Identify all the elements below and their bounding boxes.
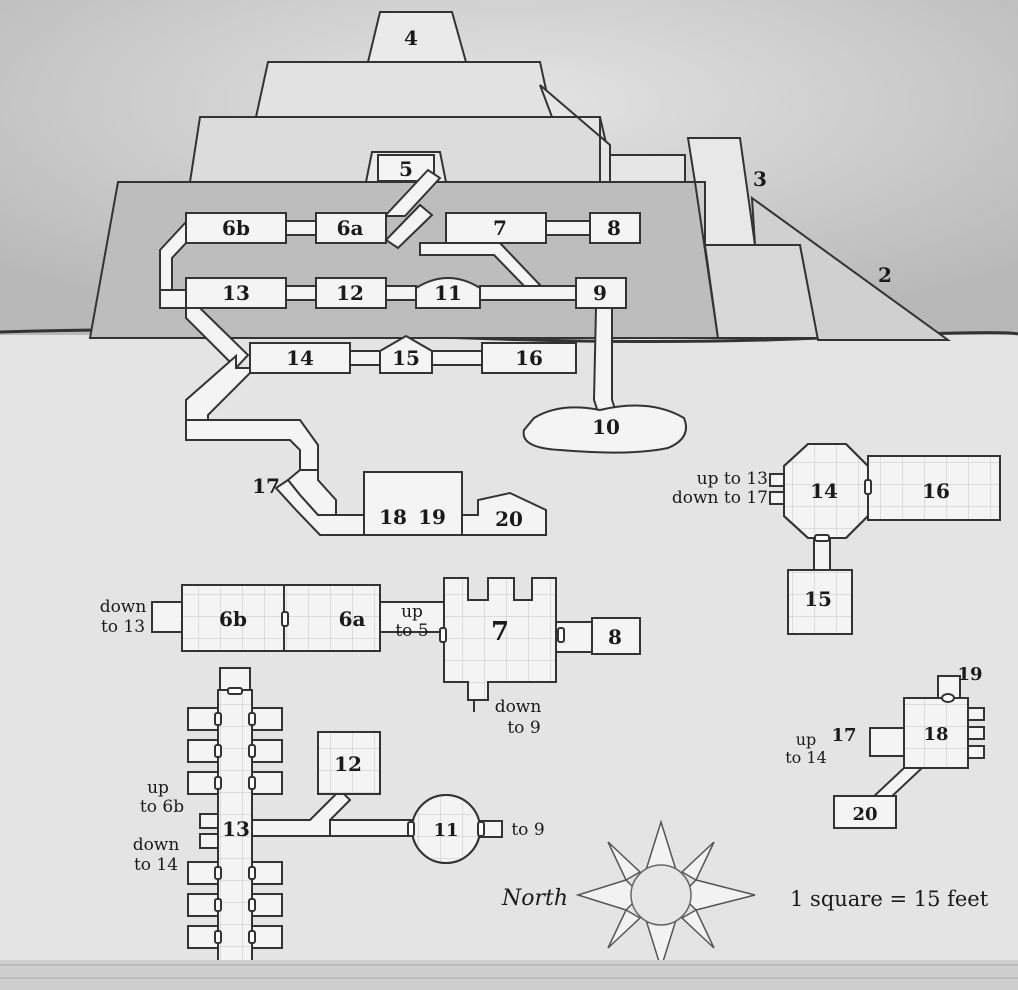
note-to-9: to 9: [511, 820, 544, 840]
label-14: 14: [286, 346, 314, 370]
label-9: 9: [593, 281, 607, 305]
plan-label-6a: 6a: [339, 607, 366, 631]
plan-lower-level: [187, 667, 503, 990]
plan-right-level: [769, 443, 1001, 635]
label-8: 8: [607, 216, 621, 240]
plan-label-16: 16: [922, 479, 950, 503]
note-up-14: up: [796, 730, 817, 749]
label-17: 17: [252, 474, 280, 498]
plan-label-19: 19: [957, 664, 982, 685]
label-2: 2: [878, 263, 892, 287]
plan-label-20: 20: [852, 804, 877, 825]
note-up-5: up: [401, 602, 423, 622]
elevation-labels: 4 5 3 2 6b 6a 7 8 13 12 11 9 14 15 16 10…: [222, 26, 892, 531]
note-down-13b: to 13: [101, 617, 145, 637]
plan-bottom-level: [833, 675, 985, 829]
plan-right-labels: 14 16 15 up to 13 down to 17: [672, 469, 950, 611]
note-up-5b: to 5: [395, 621, 428, 641]
plan-label-14: 14: [810, 479, 838, 503]
label-5: 5: [399, 157, 413, 181]
note-down-9: down: [495, 697, 542, 717]
note-down-9b: to 9: [507, 718, 540, 738]
label-11: 11: [434, 281, 462, 305]
note-down-14b: to 14: [134, 855, 178, 875]
label-4: 4: [404, 26, 418, 50]
north-label: North: [501, 886, 568, 911]
plan-label-17: 17: [831, 725, 856, 746]
note-up-6b: up: [147, 778, 169, 798]
plan-label-15: 15: [804, 587, 832, 611]
note-down-14: down: [133, 835, 180, 855]
stone-wall: [0, 960, 1018, 990]
label-12: 12: [336, 281, 364, 305]
plan-label-13: 13: [222, 817, 250, 841]
plan-upper-labels: 6b 6a 7 8 down to 13 up to 5 down to 9: [100, 597, 622, 738]
label-18: 18: [379, 505, 407, 529]
label-3: 3: [753, 167, 767, 191]
label-16: 16: [515, 346, 543, 370]
label-15: 15: [392, 346, 420, 370]
label-10: 10: [592, 415, 620, 439]
note-down-17: down to 17: [672, 488, 768, 508]
plan-label-6b: 6b: [219, 607, 247, 631]
plan-upper-level: [151, 577, 641, 712]
label-6b: 6b: [222, 216, 250, 240]
compass-rose: [575, 819, 756, 971]
note-up-6b-b: to 6b: [140, 797, 184, 817]
plan-label-7: 7: [491, 617, 509, 647]
label-7: 7: [493, 216, 507, 240]
plan-label-8: 8: [608, 625, 622, 649]
plan-bottom-labels: 19 17 18 20 up to 14: [785, 664, 982, 825]
note-up-13: up to 13: [697, 469, 768, 489]
elevation-rooms: [159, 154, 687, 536]
label-6a: 6a: [337, 216, 364, 240]
plan-label-11: 11: [433, 820, 458, 841]
label-13: 13: [222, 281, 250, 305]
plan-lower-labels: 13 12 11 up to 6b down to 14 to 9: [133, 752, 545, 875]
label-20: 20: [495, 507, 523, 531]
scale-note: 1 square = 15 feet: [790, 887, 989, 911]
label-19: 19: [418, 505, 446, 529]
note-up-14b: to 14: [785, 748, 827, 767]
plan-label-12: 12: [334, 752, 362, 776]
plan-label-18: 18: [923, 724, 948, 745]
note-down-13: down: [100, 597, 147, 617]
